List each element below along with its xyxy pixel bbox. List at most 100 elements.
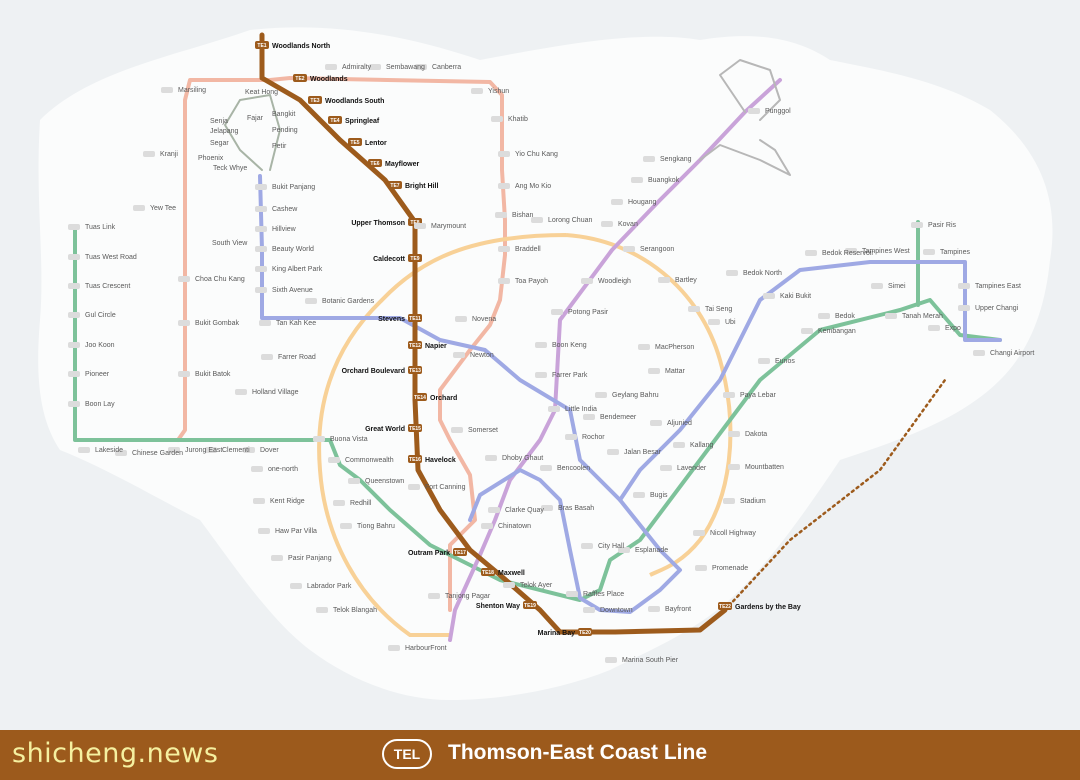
station-marker-kent-ridge[interactable]: [253, 498, 265, 504]
station-marker-dakota[interactable]: [728, 431, 740, 437]
station-marker-holland-village[interactable]: [235, 389, 247, 395]
station-marker-boon-keng[interactable]: [535, 342, 547, 348]
station-marker-bugis[interactable]: [633, 492, 645, 498]
station-marker-tanah-merah[interactable]: [885, 313, 897, 319]
tel-station-te19[interactable]: TE19: [523, 601, 537, 609]
station-marker-bendemeer[interactable]: [583, 414, 595, 420]
station-marker-kranji[interactable]: [143, 151, 155, 157]
station-marker-bencoolen[interactable]: [540, 465, 552, 471]
station-marker-kaki-bukit[interactable]: [763, 293, 775, 299]
station-marker-telok-ayer[interactable]: [503, 582, 515, 588]
station-marker-chinese-garden[interactable]: [115, 450, 127, 456]
station-marker-dhoby-ghaut[interactable]: [485, 455, 497, 461]
station-marker-changi-airport[interactable]: [973, 350, 985, 356]
station-marker-lavender[interactable]: [660, 465, 672, 471]
station-marker-choa-chu-kang[interactable]: [178, 276, 190, 282]
station-marker-bras-basah[interactable]: [541, 505, 553, 511]
tel-station-te12[interactable]: TE12: [408, 341, 422, 349]
tel-station-te4[interactable]: TE4: [328, 116, 342, 124]
station-marker-marsiling[interactable]: [161, 87, 173, 93]
station-marker-botanic-gardens[interactable]: [305, 298, 317, 304]
station-marker-kovan[interactable]: [601, 221, 613, 227]
tel-station-te2[interactable]: TE2: [293, 74, 307, 82]
station-marker-aljunied[interactable]: [650, 420, 662, 426]
station-marker-labrador-park[interactable]: [290, 583, 302, 589]
station-marker-lorong-chuan[interactable]: [531, 217, 543, 223]
station-marker-bayfront[interactable]: [648, 606, 660, 612]
station-marker-jalan-besar[interactable]: [607, 449, 619, 455]
tel-station-te5[interactable]: TE5: [348, 138, 362, 146]
station-marker-tuas-crescent[interactable]: [68, 283, 80, 289]
station-marker-hillview[interactable]: [255, 226, 267, 232]
station-marker-boon-lay[interactable]: [68, 401, 80, 407]
station-marker-tan-kah-kee[interactable]: [259, 320, 271, 326]
station-marker-dover[interactable]: [243, 447, 255, 453]
station-marker-cashew[interactable]: [255, 206, 267, 212]
tel-station-te3[interactable]: TE3: [308, 96, 322, 104]
tel-station-te6[interactable]: TE6: [368, 159, 382, 167]
station-marker-pasir-panjang[interactable]: [271, 555, 283, 561]
station-marker-geylang-bahru[interactable]: [595, 392, 607, 398]
station-marker-little-india[interactable]: [548, 406, 560, 412]
station-marker-novena[interactable]: [455, 316, 467, 322]
station-marker-stadium[interactable]: [723, 498, 735, 504]
station-marker-telok-blangah[interactable]: [316, 607, 328, 613]
station-marker-jurong-east[interactable]: [168, 447, 180, 453]
station-marker-woodleigh[interactable]: [581, 278, 593, 284]
station-marker-mountbatten[interactable]: [728, 464, 740, 470]
station-marker-king-albert-park[interactable]: [255, 266, 267, 272]
station-marker-bukit-panjang[interactable]: [255, 184, 267, 190]
station-marker-tanjong-pagar[interactable]: [428, 593, 440, 599]
station-marker-serangoon[interactable]: [623, 246, 635, 252]
station-marker-potong-pasir[interactable]: [551, 309, 563, 315]
station-marker-queenstown[interactable]: [348, 478, 360, 484]
station-marker-bukit-batok[interactable]: [178, 371, 190, 377]
station-marker-yishun[interactable]: [471, 88, 483, 94]
station-marker-buona-vista[interactable]: [313, 436, 325, 442]
station-marker-kembangan[interactable]: [801, 328, 813, 334]
station-marker-simei[interactable]: [871, 283, 883, 289]
tel-station-te14[interactable]: TE14: [413, 393, 427, 401]
station-marker-mattar[interactable]: [648, 368, 660, 374]
station-marker-rochor[interactable]: [565, 434, 577, 440]
station-marker-canberra[interactable]: [415, 64, 427, 70]
station-marker-sixth-avenue[interactable]: [255, 287, 267, 293]
station-marker-bedok[interactable]: [818, 313, 830, 319]
station-marker-esplanade[interactable]: [618, 547, 630, 553]
station-marker-farrer-road[interactable]: [261, 354, 273, 360]
station-marker-braddell[interactable]: [498, 246, 510, 252]
station-marker-downtown[interactable]: [583, 607, 595, 613]
station-marker-hougang[interactable]: [611, 199, 623, 205]
station-marker-bishan[interactable]: [495, 212, 507, 218]
tel-station-te20[interactable]: TE20: [578, 628, 592, 636]
station-marker-clementi[interactable]: [205, 447, 217, 453]
tel-station-te7[interactable]: TE7: [388, 181, 402, 189]
station-marker-pioneer[interactable]: [68, 371, 80, 377]
station-marker-toa-payoh[interactable]: [498, 278, 510, 284]
station-marker-gul-circle[interactable]: [68, 312, 80, 318]
station-marker-bukit-gombak[interactable]: [178, 320, 190, 326]
station-marker-fort-canning[interactable]: [408, 484, 420, 490]
tel-station-te1[interactable]: TE1: [255, 41, 269, 49]
station-marker-khatib[interactable]: [491, 116, 503, 122]
tel-station-te17[interactable]: TE17: [453, 548, 467, 556]
station-marker-eunos[interactable]: [758, 358, 770, 364]
station-marker-tampines-west[interactable]: [845, 248, 857, 254]
station-marker-farrer-park[interactable]: [535, 372, 547, 378]
station-marker-yew-tee[interactable]: [133, 205, 145, 211]
station-marker-raffles-place[interactable]: [566, 591, 578, 597]
tel-station-te18[interactable]: TE18: [481, 568, 495, 576]
station-marker-pasir-ris[interactable]: [911, 222, 923, 228]
station-marker-sengkang[interactable]: [643, 156, 655, 162]
station-marker-ang-mo-kio[interactable]: [498, 183, 510, 189]
station-marker-macpherson[interactable]: [638, 344, 650, 350]
station-marker-tampines-east[interactable]: [958, 283, 970, 289]
station-marker-expo[interactable]: [928, 325, 940, 331]
station-marker-yio-chu-kang[interactable]: [498, 151, 510, 157]
station-marker-punggol[interactable]: [748, 108, 760, 114]
station-marker-bedok-reservoir[interactable]: [805, 250, 817, 256]
station-marker-tiong-bahru[interactable]: [340, 523, 352, 529]
station-marker-one-north[interactable]: [251, 466, 263, 472]
station-marker-promenade[interactable]: [695, 565, 707, 571]
tel-station-te16[interactable]: TE16: [408, 455, 422, 463]
